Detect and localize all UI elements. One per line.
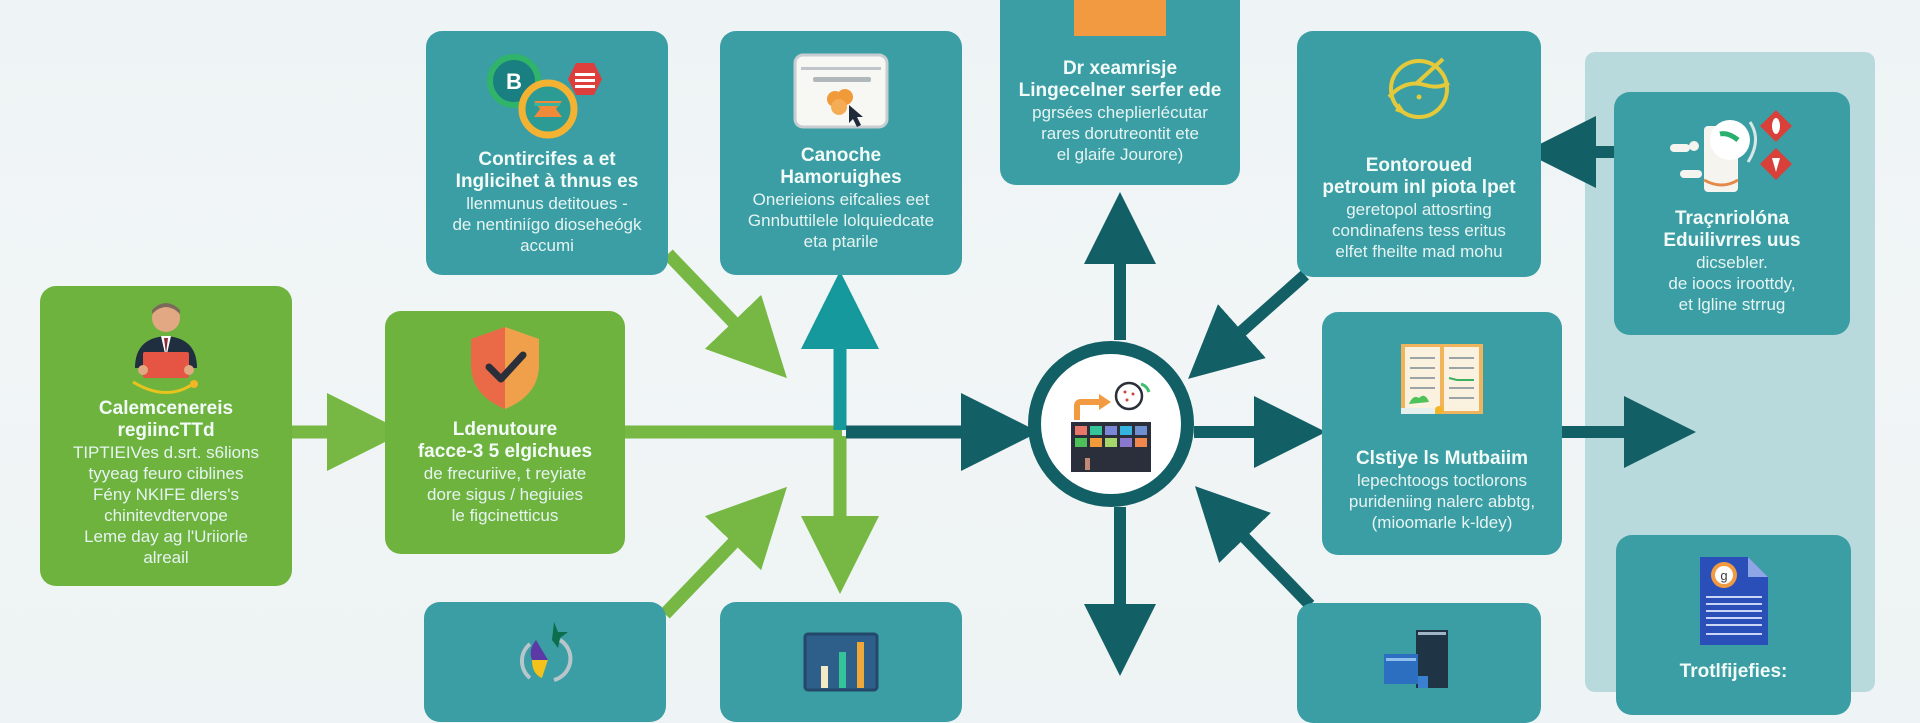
svg-text:B: B xyxy=(506,69,522,94)
node-title-line: Lingecelner serfer ede xyxy=(1018,80,1222,101)
presenter-person-icon xyxy=(132,303,198,394)
open-book-icon xyxy=(1401,344,1483,414)
shield-check-icon xyxy=(471,327,539,409)
node-top-center[interactable]: Dr xeamrisje Lingecelner serfer ede pgrs… xyxy=(1000,0,1240,185)
node-bottom-panel[interactable]: g Trotlfijefies: xyxy=(1616,535,1851,715)
arrow-bottomright-to-hub xyxy=(1194,486,1315,610)
node-identity[interactable]: Ldenutoure facce-3 5 elgichues de frecur… xyxy=(385,311,625,554)
node-title-line: Canoche xyxy=(800,145,882,166)
node-body-line: pgrsées cheplierlécutar xyxy=(1032,103,1208,122)
node-body-line: Onerieions eifcalies eet xyxy=(752,190,930,209)
node-body-line: eta ptarile xyxy=(803,232,879,251)
node-body-line: Gnnbuttilele lolquiedcate xyxy=(747,211,935,230)
node-bottom-right[interactable] xyxy=(1297,603,1541,723)
central-hub[interactable] xyxy=(1028,341,1194,507)
node-title-line: petroum inl piota lpet xyxy=(1322,177,1516,198)
node-body-line: de nentiniígo dioseheógk xyxy=(452,215,642,234)
node-body-line: purideniing nalerc abbtg, xyxy=(1348,492,1536,511)
node-title-line: Eduilivrres uus xyxy=(1663,230,1801,251)
node-body-line: chinitevdtervope xyxy=(104,506,228,525)
node-bottom-left[interactable] xyxy=(424,602,666,722)
node-body-line: lepechtoogs toctlorons xyxy=(1356,471,1528,490)
node-body-line: accumi xyxy=(520,236,574,255)
node-title-line: regiincTTd xyxy=(117,420,215,441)
node-body-line: rares dorutreontit ete xyxy=(1041,124,1199,143)
node-body-line: alreail xyxy=(143,548,189,567)
node-body-line: tyyeag feuro ciblines xyxy=(88,464,244,483)
node-body-line: de ioocs iroottdy, xyxy=(1668,274,1796,293)
node-start[interactable]: Calemcenereis regiincTTd TIPTIEIVes d.sr… xyxy=(40,286,292,586)
node-controls[interactable]: B Contircifes a et Inglicihet à thnus es… xyxy=(426,31,668,275)
node-body-line: dicsebler. xyxy=(1696,253,1768,272)
arrow-controls-to-junction xyxy=(663,249,787,379)
node-body-line: Leme day ag l'Uriiorle xyxy=(84,527,248,546)
node-body-line: de frecuriive, t reyiate xyxy=(423,464,587,483)
node-body-line: TIPTIEIVes d.srt. s6lions xyxy=(72,443,260,462)
node-body-line: condinafens tess eritus xyxy=(1332,221,1506,240)
connector-layer xyxy=(292,116,1696,676)
browser-window-icon xyxy=(793,53,889,129)
node-body-line: le figcinetticus xyxy=(451,506,559,525)
node-title-line: facce-3 5 elgichues xyxy=(417,441,593,462)
node-body-line: llenmunus detitoues - xyxy=(466,194,628,213)
node-bottom-mid[interactable] xyxy=(720,602,962,722)
node-title-line: Hamoruighes xyxy=(780,167,902,188)
orange-folder-icon xyxy=(1074,0,1166,36)
node-body-line: geretopol attosrting xyxy=(1346,200,1492,219)
node-title-line: Ldenutoure xyxy=(452,419,558,440)
node-transition[interactable]: Traçnriolóna Eduilivrres uus dicsebler. … xyxy=(1614,92,1850,335)
node-monitor[interactable]: Eontoroued petroum inl piota lpet gereto… xyxy=(1297,31,1541,277)
node-title-line: Traçnriolóna xyxy=(1674,208,1790,229)
node-title-line: Dr xeamrisje xyxy=(1062,58,1178,79)
arrow-bottomleft-to-junction xyxy=(660,486,788,619)
node-cache[interactable]: Canoche Hamoruighes Onerieions eifcalies… xyxy=(720,31,962,275)
node-title-line: Calemcenereis xyxy=(98,398,234,419)
server-stack-icon xyxy=(1384,630,1448,688)
linked-circles-icon: B xyxy=(487,54,602,139)
arrow-monitor-to-hub xyxy=(1188,270,1309,379)
document-badge-icon: g xyxy=(1699,557,1768,645)
svg-text:g: g xyxy=(1720,568,1727,583)
node-body-line: et lgline strrug xyxy=(1678,295,1786,314)
node-title-line: Trotlfijefies: xyxy=(1679,661,1788,682)
node-title-line: Clstiye ls Mutbaiim xyxy=(1355,448,1529,469)
node-catalog[interactable]: Clstiye ls Mutbaiim lepechtoogs toctloro… xyxy=(1322,312,1562,555)
dashboard-terminal-icon xyxy=(1071,381,1151,472)
node-title-line: Eontoroued xyxy=(1365,155,1473,176)
node-body-line: elfet fheilte mad mohu xyxy=(1335,242,1503,261)
node-title-line: Contircifes a et xyxy=(478,149,616,170)
node-body-line: Fény NKIFE dlers's xyxy=(93,485,239,504)
node-title-line: Inglicihet à thnus es xyxy=(455,171,639,192)
pie-chart-star-icon xyxy=(519,622,573,682)
node-body-line: (mioomarle k-ldey) xyxy=(1371,513,1513,532)
node-body-line: el glaife Jourore) xyxy=(1056,145,1184,164)
node-body-line: dore sigus / hegiuies xyxy=(427,485,583,504)
gauge-dial-icon xyxy=(1387,57,1451,119)
robot-alert-icon xyxy=(1670,110,1792,192)
bar-chart-icon xyxy=(803,632,879,692)
